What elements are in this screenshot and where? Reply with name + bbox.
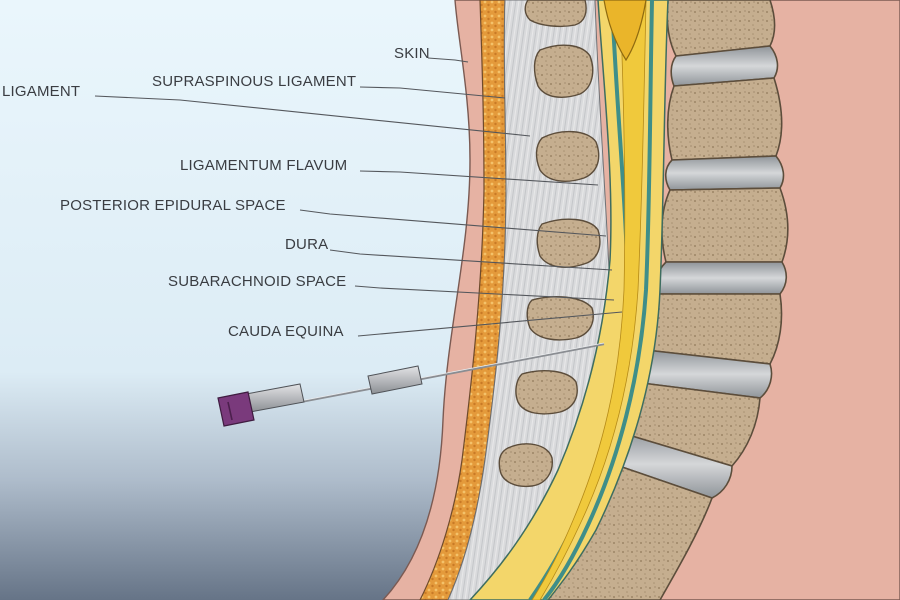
stylet-hub: [367, 365, 423, 395]
spinous-process: [498, 443, 553, 488]
leader-subarachnoid: [354, 285, 615, 301]
conus-medullaris: [603, 0, 647, 62]
spinous-process: [535, 131, 600, 182]
dura-layer: [542, 0, 654, 600]
leader-supraspinous: [359, 86, 506, 99]
vertebral-body: [666, 77, 783, 161]
leader-dura: [329, 249, 613, 271]
leader-skin: [427, 57, 469, 63]
label-supraspinous-ligament: SUPRASPINOUS LIGAMENT: [152, 73, 356, 90]
leader-flavum: [359, 170, 599, 186]
label-cauda-equina: CAUDA EQUINA: [228, 323, 344, 340]
vertebral-body: [661, 187, 789, 263]
label-subarachnoid-space: SUBARACHNOID SPACE: [168, 273, 346, 290]
intervertebral-disc: [655, 261, 788, 295]
leader-interspinous: [94, 95, 531, 137]
spinal-needle-icon: [217, 342, 605, 427]
needle-shaft: [299, 342, 605, 404]
needle-cap: [217, 391, 255, 427]
needle-shaft-highlight: [299, 342, 605, 402]
intervertebral-disc: [664, 155, 785, 191]
leader-cauda: [357, 311, 623, 337]
needle-cap-grip: [227, 401, 233, 421]
label-dura: DURA: [285, 236, 328, 253]
cauda-equina: [531, 0, 647, 600]
spinous-process: [536, 218, 601, 268]
label-ligament: LIGAMENT: [2, 83, 80, 100]
spinous-process: [533, 44, 594, 98]
label-posterior-epidural-space: POSTERIOR EPIDURAL SPACE: [60, 197, 286, 214]
leader-epidural: [299, 209, 607, 237]
label-skin: SKIN: [394, 45, 430, 62]
spinous-process: [515, 370, 578, 415]
spinous-process: [524, 0, 587, 28]
label-ligamentum-flavum: LIGAMENTUM FLAVUM: [180, 157, 347, 174]
labels: SKIN SUPRASPINOUS LIGAMENT LIGAMENT LIGA…: [2, 45, 430, 340]
spinous-process: [526, 296, 594, 341]
leader-lines: [94, 57, 623, 337]
